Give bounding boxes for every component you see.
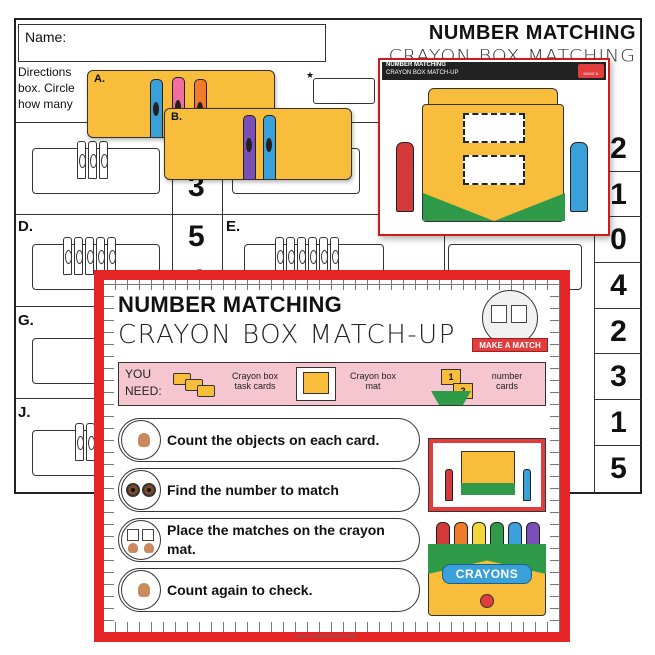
answer-number[interactable]: 1 bbox=[595, 172, 642, 218]
row-label-j: J. bbox=[18, 404, 31, 421]
row-divider bbox=[16, 214, 594, 215]
make-a-match-badge: MAKE A MATCH bbox=[472, 290, 548, 356]
pointing-hand-icon bbox=[121, 570, 161, 610]
answer-number[interactable]: 4 bbox=[595, 263, 642, 309]
eyes-icon bbox=[121, 470, 161, 510]
row-label-e: E. bbox=[226, 218, 241, 235]
crayon-box-outline bbox=[32, 141, 160, 194]
pointing-hand-icon bbox=[121, 420, 161, 460]
step-text: Place the matches on the crayon mat. bbox=[167, 522, 385, 557]
answer-number[interactable]: 3 bbox=[595, 354, 642, 401]
step-text: Find the number to match bbox=[167, 481, 339, 498]
column-divider bbox=[172, 122, 173, 272]
number-card-icon: 1 bbox=[441, 369, 461, 385]
mini-crayon-box bbox=[313, 78, 375, 104]
step-count-objects: Count the objects on each card. bbox=[118, 418, 420, 462]
you-need-label: YOU NEED: bbox=[125, 367, 162, 398]
middle-number: 5 bbox=[188, 220, 205, 253]
crayon-purple-icon bbox=[243, 115, 256, 179]
you-need-item: number cards bbox=[491, 371, 523, 391]
column-divider bbox=[222, 122, 223, 272]
answer-number[interactable]: 2 bbox=[595, 309, 642, 355]
crayon-box-mat bbox=[422, 88, 565, 226]
you-need-panel: YOU NEED: Crayon box task cards Crayon b… bbox=[118, 362, 546, 406]
you-need-item: Crayon box task cards bbox=[231, 371, 279, 391]
answer-number[interactable]: 0 bbox=[595, 217, 642, 264]
row-divider bbox=[16, 306, 96, 307]
you-need-item: Crayon box mat bbox=[349, 371, 397, 391]
card-letter: B. bbox=[171, 111, 182, 123]
card-slot[interactable] bbox=[463, 113, 525, 143]
answer-number[interactable]: 1 bbox=[595, 400, 642, 446]
mat-thumbnail bbox=[428, 438, 546, 512]
puzzle-icon bbox=[482, 290, 538, 346]
row-label-g: G. bbox=[18, 312, 34, 329]
answer-column: 2 1 0 4 2 3 1 5 bbox=[594, 126, 642, 492]
crayon-box-illustration: CRAYONS bbox=[428, 518, 546, 618]
instruction-sheet: NUMBER MATCHING CRAYON BOX MATCH-UP MAKE… bbox=[94, 270, 570, 642]
row-divider bbox=[16, 398, 96, 399]
make-a-match-label: MAKE A MATCH bbox=[472, 338, 548, 352]
step-count-again: Count again to check. bbox=[118, 568, 420, 612]
puzzle-hands-icon bbox=[121, 520, 161, 560]
answer-number[interactable]: 5 bbox=[610, 451, 627, 485]
preview-title-line2: CRAYON BOX MATCH-UP bbox=[386, 70, 459, 76]
instruction-title-line1: NUMBER MATCHING bbox=[118, 292, 343, 317]
crayon-blue-icon bbox=[150, 79, 163, 137]
step-find-number: Find the number to match bbox=[118, 468, 420, 512]
step-text: Count again to check. bbox=[167, 581, 313, 598]
star-icon: ★ bbox=[306, 70, 315, 80]
step-text: Count the objects on each card. bbox=[167, 431, 380, 448]
red-crayon-character-icon bbox=[396, 142, 414, 212]
crayon-blue-icon bbox=[263, 115, 276, 179]
worksheet-title-line1: NUMBER MATCHING bbox=[428, 22, 636, 44]
step-place-matches: Place the matches on the crayon mat. bbox=[118, 518, 420, 562]
preview-make-a-match-badge: MAKE A MATCH bbox=[578, 64, 604, 96]
task-card-b[interactable]: B. bbox=[164, 108, 352, 180]
task-cards-icon bbox=[197, 385, 215, 397]
name-label: Name: bbox=[25, 29, 67, 45]
name-field[interactable]: Name: bbox=[18, 24, 326, 62]
crayons-label: CRAYONS bbox=[442, 564, 532, 584]
row-label-d: D. bbox=[18, 218, 33, 235]
mat-preview[interactable]: NUMBER MATCHING CRAYON BOX MATCH-UP MAKE… bbox=[378, 58, 610, 236]
card-letter: A. bbox=[94, 73, 105, 85]
answer-number[interactable]: 2 bbox=[595, 126, 642, 172]
copyright: ©Lucky Little Learners 2020 bbox=[294, 634, 357, 640]
column-divider bbox=[444, 214, 445, 272]
preview-header: NUMBER MATCHING CRAYON BOX MATCH-UP MAKE… bbox=[382, 62, 606, 96]
worksheet-directions: Directions box. Circle how many bbox=[18, 65, 75, 111]
blue-crayon-character-icon bbox=[570, 142, 588, 212]
mat-icon bbox=[296, 367, 336, 401]
instruction-title-line2: CRAYON BOX MATCH-UP bbox=[118, 320, 456, 350]
preview-title-line1: NUMBER MATCHING bbox=[386, 62, 446, 68]
card-slot[interactable] bbox=[463, 155, 525, 185]
